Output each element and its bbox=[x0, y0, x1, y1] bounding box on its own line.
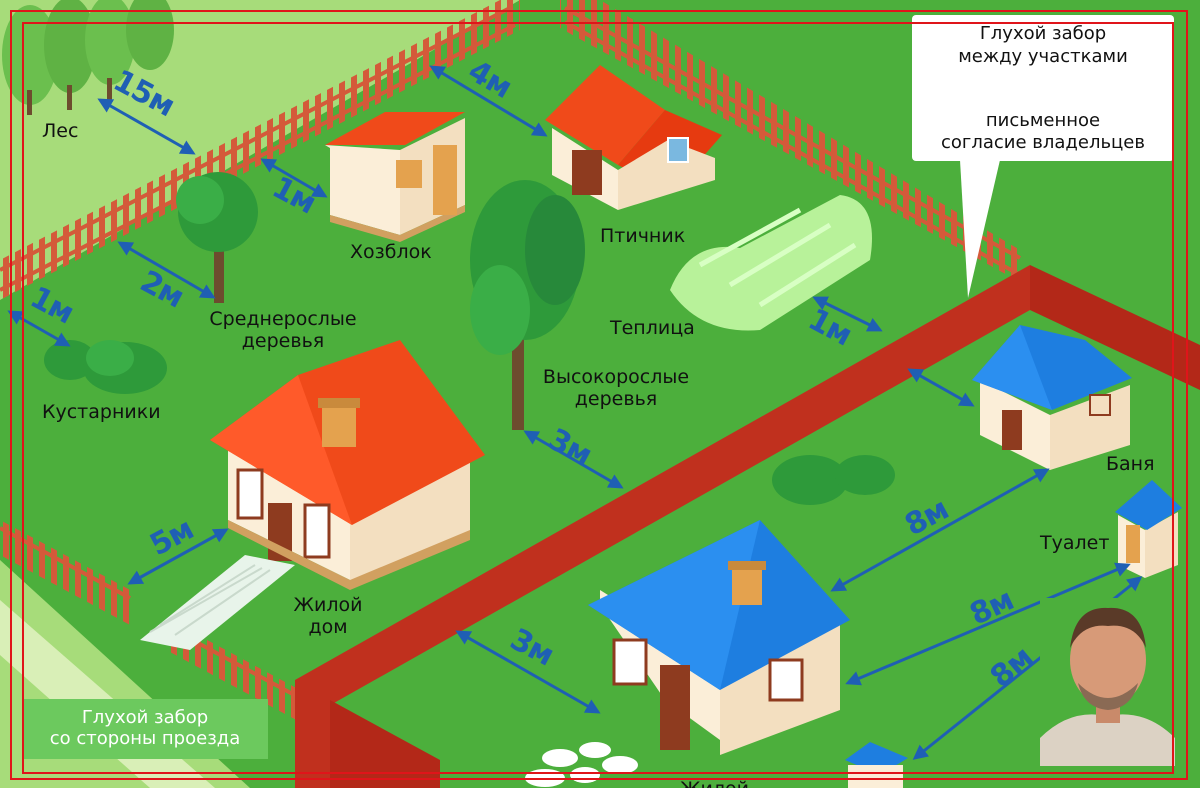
badge-line2: со стороны проезда bbox=[49, 728, 241, 749]
callout-pointer bbox=[960, 160, 1000, 298]
walkway bbox=[140, 555, 295, 650]
label-shrubs: Кустарники bbox=[42, 401, 161, 423]
label-shed: Хозблок bbox=[350, 241, 432, 263]
label-sauna: Баня bbox=[1106, 453, 1155, 475]
badge-line1: Глухой забор bbox=[81, 707, 209, 728]
label-tall-trees-line2: деревья bbox=[574, 388, 658, 410]
toilet-building bbox=[1115, 480, 1182, 578]
solid-fence bbox=[295, 265, 1200, 788]
label-house: Жилой дом bbox=[280, 594, 376, 638]
badge-road-side-fence: Глухой забор со стороны проезда bbox=[22, 699, 268, 759]
picket-fence bbox=[0, 0, 1021, 722]
tall-tree bbox=[470, 180, 585, 430]
callout-line3: письменное bbox=[985, 110, 1101, 131]
callout-line1: Глухой забор bbox=[979, 23, 1107, 44]
poultry-building bbox=[545, 65, 722, 210]
callout-line4: согласие владельцев bbox=[940, 132, 1145, 153]
shed-building bbox=[325, 112, 465, 242]
label-greenhouse: Теплица bbox=[610, 317, 695, 339]
label-medium-trees-line2: деревья bbox=[241, 330, 325, 352]
label-house-line2: дом bbox=[308, 616, 348, 638]
label-house-line1: Жилой bbox=[293, 594, 363, 616]
medium-tree bbox=[176, 172, 258, 303]
sauna-building bbox=[972, 325, 1132, 470]
label-tall-trees: Высокорослые деревья bbox=[530, 366, 702, 410]
callout-line2: между участками bbox=[958, 46, 1128, 67]
label-forest: Лес bbox=[42, 120, 79, 142]
neighbor-house bbox=[588, 520, 850, 755]
small-building-bottom bbox=[845, 742, 908, 788]
author-photo bbox=[1040, 598, 1175, 766]
label-toilet: Туалет bbox=[1040, 532, 1110, 554]
callout-fence-between-plots: Глухой забор между участками письменное … bbox=[912, 15, 1174, 161]
label-bottom-cut: Жилой bbox=[680, 778, 749, 788]
label-tall-trees-line1: Высокорослые bbox=[542, 366, 690, 388]
label-medium-trees-line1: Среднерослые bbox=[209, 308, 357, 330]
greenhouse bbox=[670, 195, 872, 331]
main-house bbox=[210, 340, 485, 590]
label-medium-trees: Среднерослые деревья bbox=[198, 308, 368, 352]
label-poultry: Птичник bbox=[600, 225, 686, 247]
forest-trees bbox=[2, 0, 174, 115]
